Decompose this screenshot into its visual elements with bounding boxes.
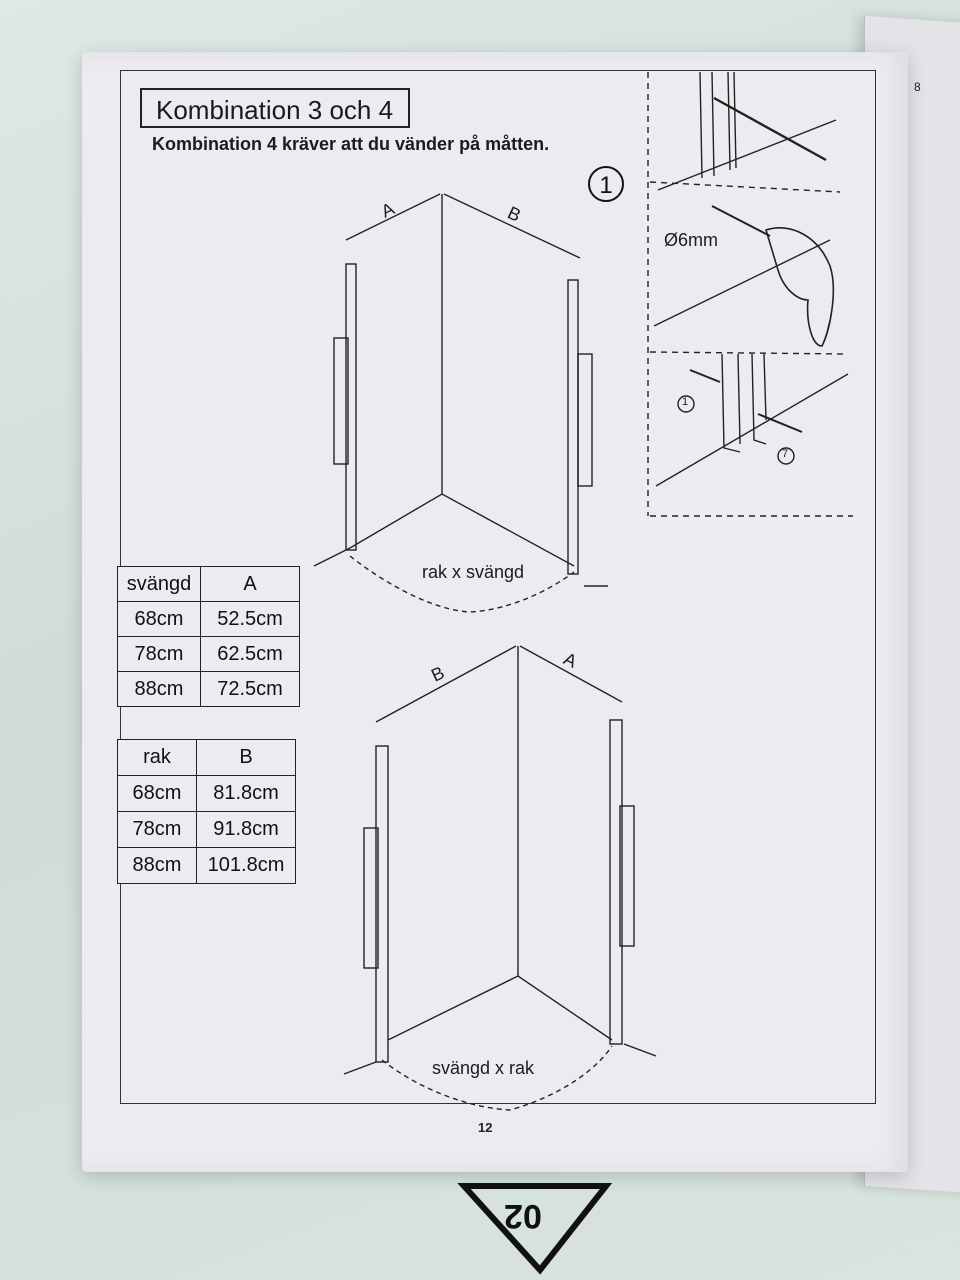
step-number: 1 <box>588 166 624 202</box>
table-rak-b: rak B 68cm 81.8cm 78cm 91.8cm 88cm 101.8… <box>117 739 296 884</box>
table-header: svängd A <box>117 566 300 602</box>
instruction-text: Kombination 4 kräver att du vänder på må… <box>152 134 550 154</box>
table-row: 78cm 62.5cm <box>117 636 300 672</box>
table-row: 68cm 52.5cm <box>117 601 300 637</box>
table-row: 68cm 81.8cm <box>117 775 296 812</box>
table-header: rak B <box>117 739 296 776</box>
page-number: 12 <box>478 1120 493 1135</box>
caption-top: rak x svängd <box>422 562 525 582</box>
recycle-icon <box>457 1183 613 1275</box>
table-row: 78cm 91.8cm <box>117 811 296 848</box>
bag-recycle-code: 02 <box>504 1197 542 1235</box>
caption-bottom: svängd x rak <box>432 1058 535 1078</box>
callout-8: 8 <box>914 80 921 94</box>
drill-size-label: Ø6mm <box>664 230 718 250</box>
table-row: 88cm 72.5cm <box>117 671 300 707</box>
page-title: Kombination 3 och 4 <box>140 88 410 128</box>
diagram-bottom <box>343 645 657 1111</box>
callout-1: 1 <box>682 396 689 408</box>
callout-7: 7 <box>782 448 789 460</box>
table-row: 88cm 101.8cm <box>117 847 296 884</box>
table-svangd-a: svängd A 68cm 52.5cm 78cm 62.5cm 88cm 72… <box>117 566 300 707</box>
diagram-top <box>313 193 608 613</box>
detail-panel <box>647 71 853 517</box>
